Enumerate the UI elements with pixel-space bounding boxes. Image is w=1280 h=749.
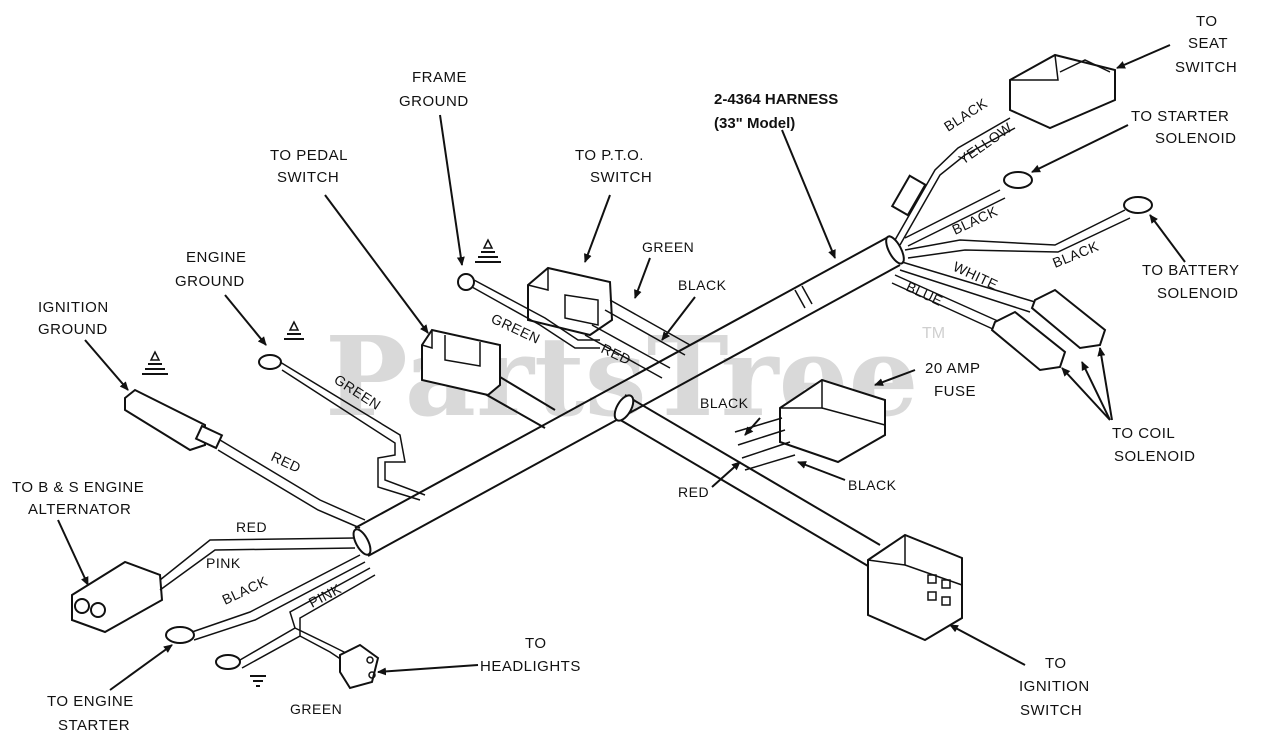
label-seat-switch-2: SEAT [1188, 35, 1228, 52]
pto-wires [584, 299, 691, 379]
label-engine-starter-2: STARTER [58, 717, 130, 734]
label-pedal-switch-2: SWITCH [277, 169, 339, 186]
frame-ground-wire [457, 273, 600, 349]
label-ignition-switch-3: SWITCH [1020, 702, 1082, 719]
label-seat-switch-1: TO [1196, 13, 1218, 30]
label-pedal-switch-1: TO PEDAL [270, 147, 348, 164]
label-ignition-switch-2: IGNITION [1019, 678, 1090, 695]
cross-harness [477, 367, 881, 567]
label-frame-ground-1: FRAME [412, 69, 467, 86]
ignition-ground-wire [124, 388, 366, 529]
ground-symbol-frame [475, 238, 501, 263]
label-ignition-ground-1: IGNITION [38, 299, 109, 316]
pedal-switch-connector [421, 328, 501, 397]
label-alternator-1: TO B & S ENGINE [12, 479, 144, 496]
label-ignition-switch-1: TO [1045, 655, 1067, 672]
ignition-switch-connector [867, 533, 963, 642]
label-fuse-2: FUSE [934, 383, 976, 400]
label-engine-ground-2: GROUND [175, 273, 245, 290]
label-pto-switch-1: TO P.T.O. [575, 147, 644, 164]
wire-label-black-starter: BLACK [950, 203, 1001, 238]
wire-label-red-fuse: RED [678, 484, 709, 500]
label-starter-solenoid-2: SOLENOID [1155, 130, 1237, 147]
label-fuse-1: 20 AMP [925, 360, 981, 377]
ground-symbols [142, 238, 501, 687]
wire-label-red-alt: RED [236, 519, 267, 535]
wire-label-black-battery: BLACK [1050, 238, 1101, 271]
watermark-tm: TM [922, 325, 945, 342]
label-coil-solenoid-2: SOLENOID [1114, 448, 1196, 465]
wire-label-black-fuse-top: BLACK [700, 395, 749, 411]
label-seat-switch-3: SWITCH [1175, 59, 1237, 76]
label-ignition-ground-2: GROUND [38, 321, 108, 338]
ground-symbol-engine [284, 320, 304, 340]
wire-label-pink-head: PINK [306, 580, 344, 610]
wire-label-white-coil: WHITE [951, 258, 1001, 293]
engine-starter-wire [165, 554, 366, 644]
wire-label-black-starter-eng: BLACK [220, 573, 271, 608]
label-headlights-1: TO [525, 635, 547, 652]
right-branches [890, 53, 1153, 372]
wire-label-black-fuse-bottom: BLACK [848, 477, 897, 493]
wire-label-green-pto: GREEN [642, 239, 694, 255]
headlights-wires [215, 567, 380, 690]
label-alternator-2: ALTERNATOR [28, 501, 131, 518]
alternator-connector [71, 537, 356, 634]
engine-ground-wire [258, 354, 426, 501]
label-battery-solenoid-1: TO BATTERY [1142, 262, 1240, 279]
label-headlights-2: HEADLIGHTS [480, 658, 581, 675]
label-coil-solenoid-1: TO COIL [1112, 425, 1175, 442]
ground-symbol-headlights [250, 675, 266, 687]
wire-label-yellow-seat: YELLOW [956, 119, 1016, 167]
ground-symbol-ignition [142, 350, 168, 375]
label-engine-starter-1: TO ENGINE [47, 693, 134, 710]
label-pto-switch-2: SWITCH [590, 169, 652, 186]
label-harness-1: 2-4364 HARNESS [714, 91, 838, 108]
label-frame-ground-2: GROUND [399, 93, 469, 110]
label-battery-solenoid-2: SOLENOID [1157, 285, 1239, 302]
leader-arrows [57, 44, 1186, 691]
label-engine-ground-1: ENGINE [186, 249, 247, 266]
wire-label-green-head: GREEN [290, 701, 342, 717]
main-harness-trunk [352, 235, 905, 557]
fuse-holder [734, 378, 886, 471]
wire-label-black-pto: BLACK [678, 277, 727, 293]
wire-label-black-seat: BLACK [941, 95, 990, 135]
label-starter-solenoid-1: TO STARTER [1131, 108, 1229, 125]
wire-label-pink-alt: PINK [206, 555, 241, 571]
label-harness-2: (33" Model) [714, 115, 795, 132]
pto-switch-connector [527, 266, 614, 337]
